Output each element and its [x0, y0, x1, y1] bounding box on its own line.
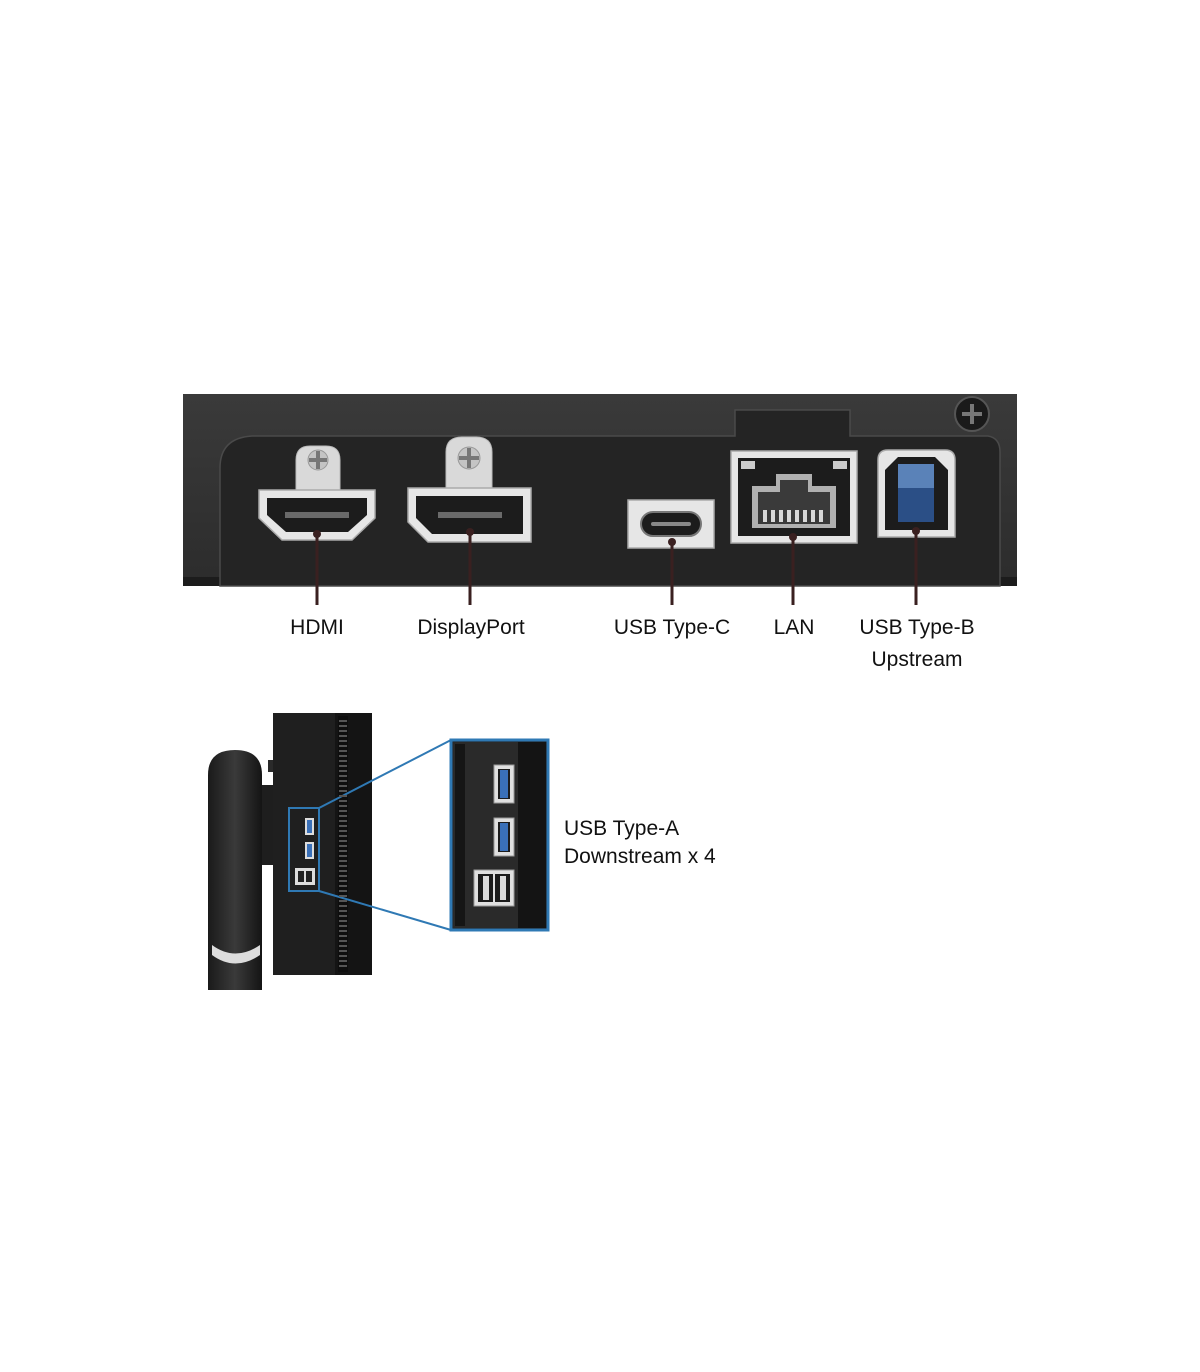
vent-slot — [339, 860, 347, 862]
vent-slot — [339, 760, 347, 762]
vent-slot — [339, 800, 347, 802]
monitor-side-view — [208, 713, 372, 990]
vent-slot — [339, 755, 347, 757]
vent-slot — [339, 835, 347, 837]
vent-slot — [339, 780, 347, 782]
vent-slot — [339, 825, 347, 827]
vent-slot — [339, 795, 347, 797]
vent-slot — [339, 805, 347, 807]
vent-slot — [339, 930, 347, 932]
vent-slot — [339, 940, 347, 942]
vent-slot — [339, 725, 347, 727]
vent-slot — [339, 850, 347, 852]
usb-b-label: USB Type-B — [859, 616, 975, 639]
vent-pattern — [338, 716, 348, 972]
displayport-label: DisplayPort — [417, 616, 525, 639]
vent-slot — [339, 865, 347, 867]
vent-slot — [339, 790, 347, 792]
vent-slot — [339, 935, 347, 937]
vent-slot — [339, 840, 347, 842]
vent-slot — [339, 895, 347, 897]
vent-slot — [339, 910, 347, 912]
vent-slot — [339, 960, 347, 962]
usb-b-port — [877, 449, 956, 538]
vent-slot — [339, 920, 347, 922]
vent-slot — [339, 765, 347, 767]
displayport-port — [407, 436, 532, 543]
vent-slot — [339, 820, 347, 822]
vent-slot — [339, 885, 347, 887]
vent-slot — [339, 890, 347, 892]
usb-b-label-line2: Upstream — [871, 648, 963, 671]
vent-slot — [339, 905, 347, 907]
vent-slot — [339, 810, 347, 812]
vent-slot — [339, 925, 347, 927]
vent-slot — [339, 735, 347, 737]
vent-slot — [339, 950, 347, 952]
vent-slot — [339, 830, 347, 832]
usb-a-callout-zoom — [449, 738, 550, 932]
vent-slot — [339, 785, 347, 787]
vent-slots — [339, 720, 347, 967]
vent-slot — [339, 720, 347, 722]
vent-slot — [339, 775, 347, 777]
vent-slot — [339, 750, 347, 752]
usb-a-label: USB Type-A — [564, 817, 680, 840]
vent-slot — [339, 915, 347, 917]
leader-lines — [313, 527, 920, 605]
vent-slot — [339, 955, 347, 957]
vent-slot — [339, 900, 347, 902]
vent-slot — [339, 815, 347, 817]
usb-c-label: USB Type-C — [613, 616, 731, 639]
vent-slot — [339, 730, 347, 732]
vent-slot — [339, 845, 347, 847]
vent-slot — [339, 870, 347, 872]
vent-slot — [339, 965, 347, 967]
vent-slot — [339, 745, 347, 747]
vent-slot — [339, 880, 347, 882]
lan-port — [730, 450, 858, 544]
vent-slot — [339, 945, 347, 947]
lan-label: LAN — [773, 616, 815, 639]
screw-icon — [954, 396, 990, 432]
vent-slot — [339, 770, 347, 772]
vent-slot — [339, 875, 347, 877]
hdmi-label: HDMI — [290, 616, 344, 639]
usb-a-label-line2: Downstream x 4 — [564, 845, 716, 868]
hdmi-port — [258, 445, 376, 541]
vent-slot — [339, 740, 347, 742]
vent-slot — [339, 855, 347, 857]
